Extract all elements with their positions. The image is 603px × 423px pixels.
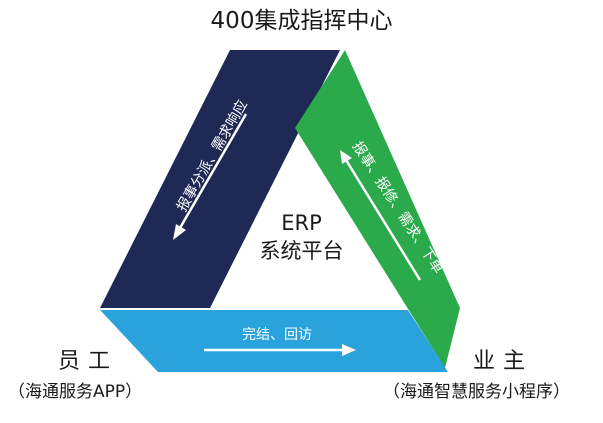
- left-band: [100, 50, 340, 308]
- top-node-title: 400集成指挥中心: [210, 8, 393, 34]
- right-node-subtitle: （海通智慧服务小程序）: [383, 382, 570, 402]
- bottom-band: [100, 310, 448, 372]
- center-label-line1: ERP: [281, 211, 322, 235]
- right-arrow: [340, 150, 422, 281]
- left-node-name: 员工: [58, 349, 119, 374]
- right-node-name: 业主: [473, 349, 534, 374]
- center-label-line2: 系统平台: [259, 239, 344, 263]
- left-arrow: [173, 113, 248, 240]
- bottom-edge-label: 完结、回访: [242, 327, 312, 343]
- left-node-subtitle: （海通服务APP）: [8, 382, 143, 402]
- bottom-arrow: [204, 344, 356, 356]
